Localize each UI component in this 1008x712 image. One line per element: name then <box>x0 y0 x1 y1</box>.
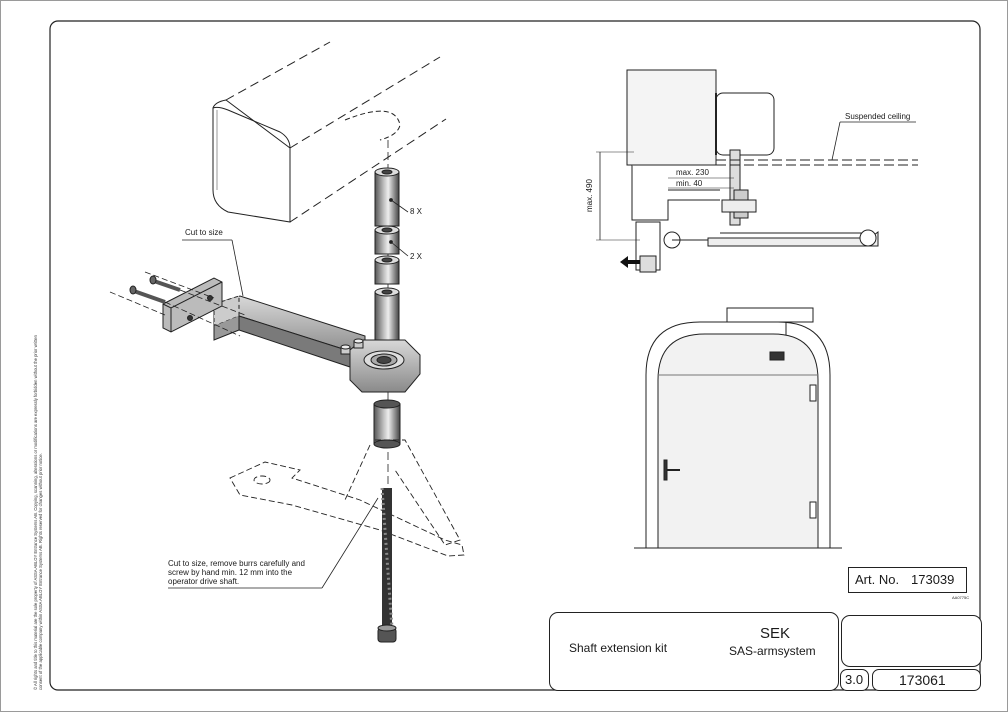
quantity-2-label: 2 X <box>410 252 423 261</box>
quantity-8-label: 8 X <box>410 207 423 216</box>
max-230-label: max. 230 <box>676 168 709 177</box>
shaft-adapter <box>373 399 401 449</box>
art-number-label: Art. No. <box>855 572 900 587</box>
threaded-rod <box>377 487 397 643</box>
document-number-box: 173061 <box>872 669 981 691</box>
arched-door-detail <box>634 307 842 549</box>
cut-to-size-label: Cut to size <box>185 228 223 237</box>
direction-arrow-icon <box>620 256 640 268</box>
min-40-label: min. 40 <box>676 179 703 188</box>
art-number-value: 173039 <box>911 572 955 587</box>
title-blank-box <box>841 615 982 667</box>
max-490-label: max. 490 <box>585 179 594 212</box>
document-number: 173061 <box>899 672 946 688</box>
version-box: 3.0 <box>840 669 869 691</box>
title-block: Shaft extension kit SEK SAS-armsystem <box>549 612 839 691</box>
title-system: SAS-armsystem <box>729 644 816 658</box>
version-number: 3.0 <box>845 672 864 687</box>
clamp-plate <box>162 277 223 333</box>
rod-note-label: Cut to size, remove burrs carefully and … <box>168 559 305 586</box>
title-code: SEK <box>760 625 791 642</box>
drawing-border <box>49 20 981 691</box>
suspended-ceiling-label: Suspended ceiling <box>845 112 911 121</box>
title-description: Shaft extension kit <box>569 641 668 655</box>
operator-housing <box>212 41 447 223</box>
spacer-stack <box>374 167 400 343</box>
original-arm-dashed <box>229 439 465 557</box>
screws <box>109 271 246 337</box>
ceiling-detail <box>596 69 918 273</box>
extension-arm <box>213 295 421 393</box>
art-number-box: Art. No. 173039 <box>848 567 967 593</box>
drawing-code: AA0775C <box>952 595 970 600</box>
